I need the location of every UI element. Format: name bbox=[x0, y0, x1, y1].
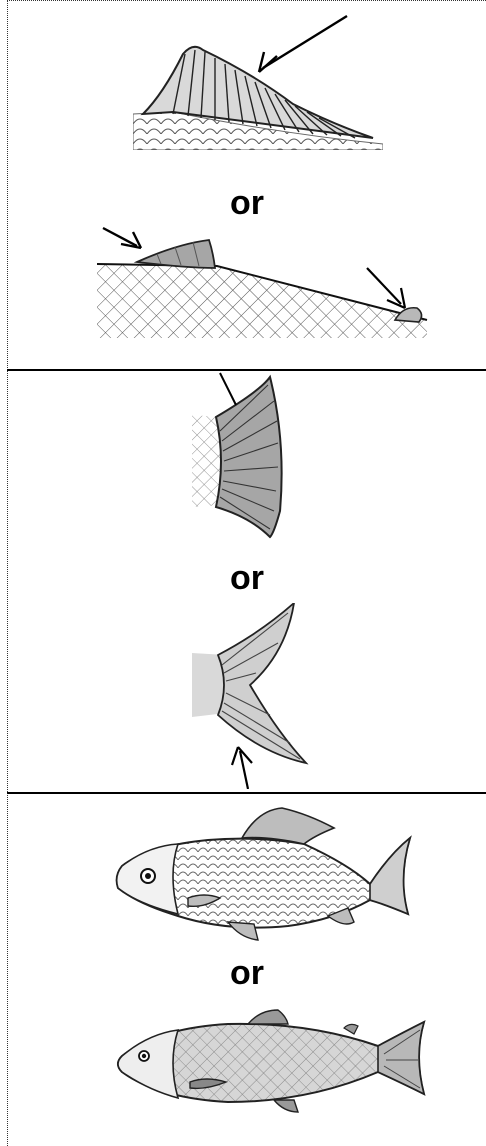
fish-deep-body-minnow-illustration bbox=[108, 804, 418, 944]
tail-fin-forked-illustration bbox=[190, 603, 314, 789]
fish-slender-body-salmon-illustration bbox=[108, 1002, 428, 1126]
key-row-3: or bbox=[8, 794, 486, 1146]
tail-fin-rounded-edge-illustration bbox=[190, 371, 300, 541]
or-label-row-2: or bbox=[8, 561, 486, 595]
or-label-row-1: or bbox=[8, 186, 486, 220]
key-row-2: or bbox=[8, 371, 486, 792]
dorsal-fin-rayed-illustration bbox=[133, 14, 393, 150]
key-row-1: or bbox=[8, 0, 486, 370]
or-label-row-3: or bbox=[8, 956, 486, 990]
dorsal-and-adipose-fin-illustration bbox=[97, 222, 437, 338]
